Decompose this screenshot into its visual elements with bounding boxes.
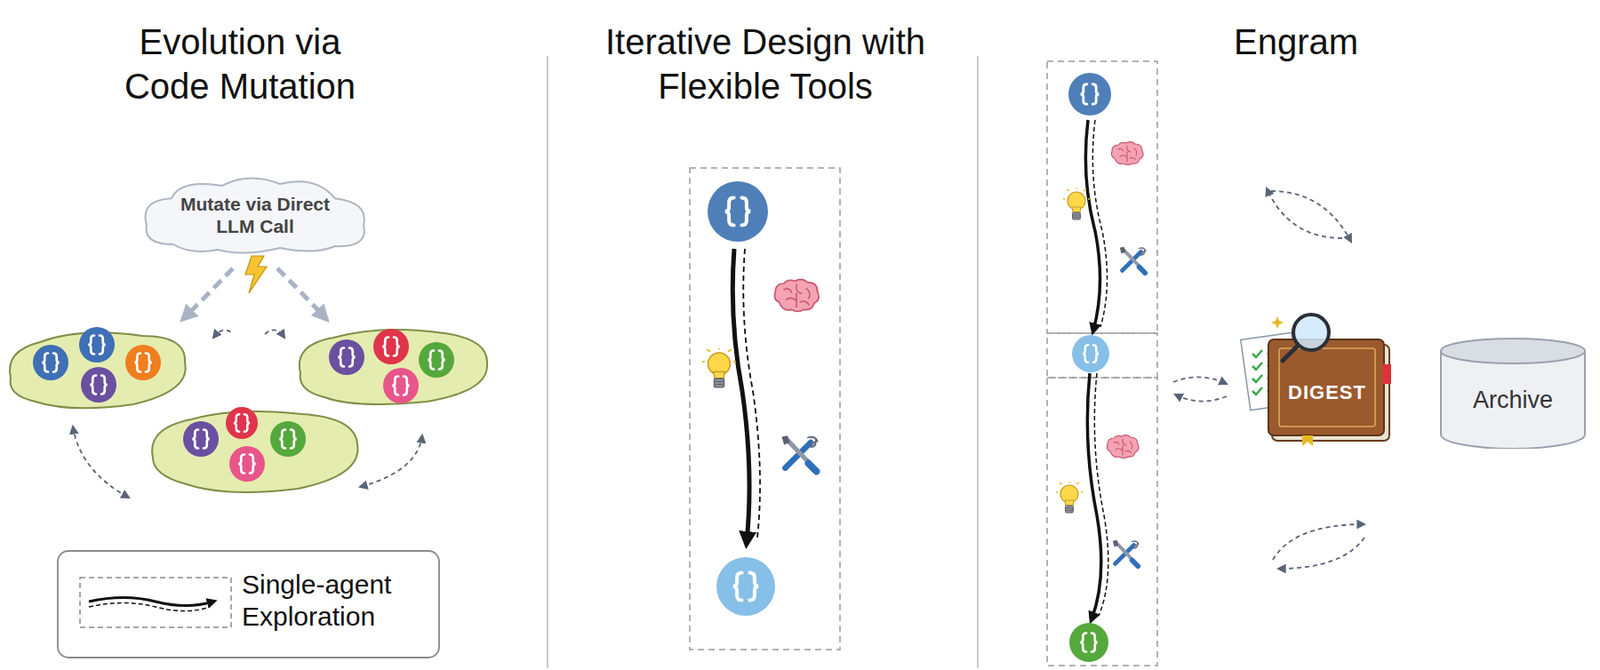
- panel-heading: Iterative Design with Flexible Tools: [600, 19, 930, 109]
- llm-cloud: Mutate via Direct LLM Call: [137, 173, 373, 257]
- cloud-shape: [137, 173, 373, 257]
- node-text-wrap: Archive: [1439, 365, 1587, 435]
- node-text-stack: DIGEST: [1288, 381, 1367, 405]
- panel-heading: Engram: [1162, 19, 1430, 64]
- archive-cylinder: Archive: [1439, 336, 1587, 449]
- legend-label: Single-agent Exploration: [241, 568, 429, 633]
- node-label: Archive: [1472, 386, 1553, 415]
- node-text-wrap: DIGEST: [1279, 362, 1376, 424]
- panel-heading: Evolution via Code Mutation: [102, 19, 378, 109]
- digest-book: DIGEST: [1240, 311, 1400, 449]
- node-label: Mutate via Direct LLM Call: [175, 192, 336, 238]
- node-text-stack: Archive: [1472, 386, 1553, 415]
- node-label: DIGEST: [1288, 381, 1367, 405]
- book-shape: [1240, 311, 1400, 449]
- node-text-wrap: Mutate via Direct LLM Call: [137, 173, 373, 257]
- node-text-stack: Mutate via Direct LLM Call: [175, 192, 336, 238]
